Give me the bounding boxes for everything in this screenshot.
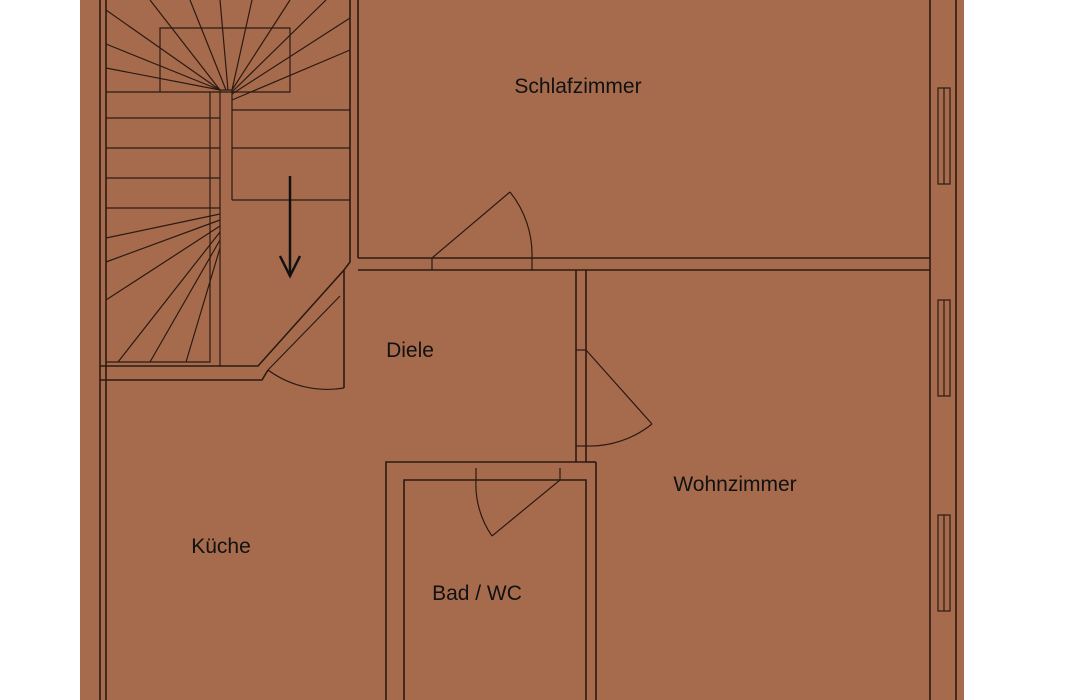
floor-area	[80, 0, 964, 700]
room-label-kueche: Küche	[191, 535, 251, 558]
room-label-wohnzimmer: Wohnzimmer	[673, 473, 796, 496]
room-label-bad: Bad / WC	[432, 582, 522, 605]
staircase	[105, 0, 351, 366]
door-wohnzimmer	[576, 349, 653, 447]
outer-walls	[99, 0, 957, 700]
door-stair	[267, 295, 345, 391]
door-schlafzimmer	[431, 191, 533, 270]
interior-walls	[100, 0, 930, 700]
windows	[937, 87, 951, 612]
arrow-down-icon	[278, 176, 302, 279]
room-label-diele: Diele	[386, 339, 434, 362]
door-bad	[475, 468, 561, 537]
room-label-schlafzimmer: Schlafzimmer	[514, 75, 641, 98]
